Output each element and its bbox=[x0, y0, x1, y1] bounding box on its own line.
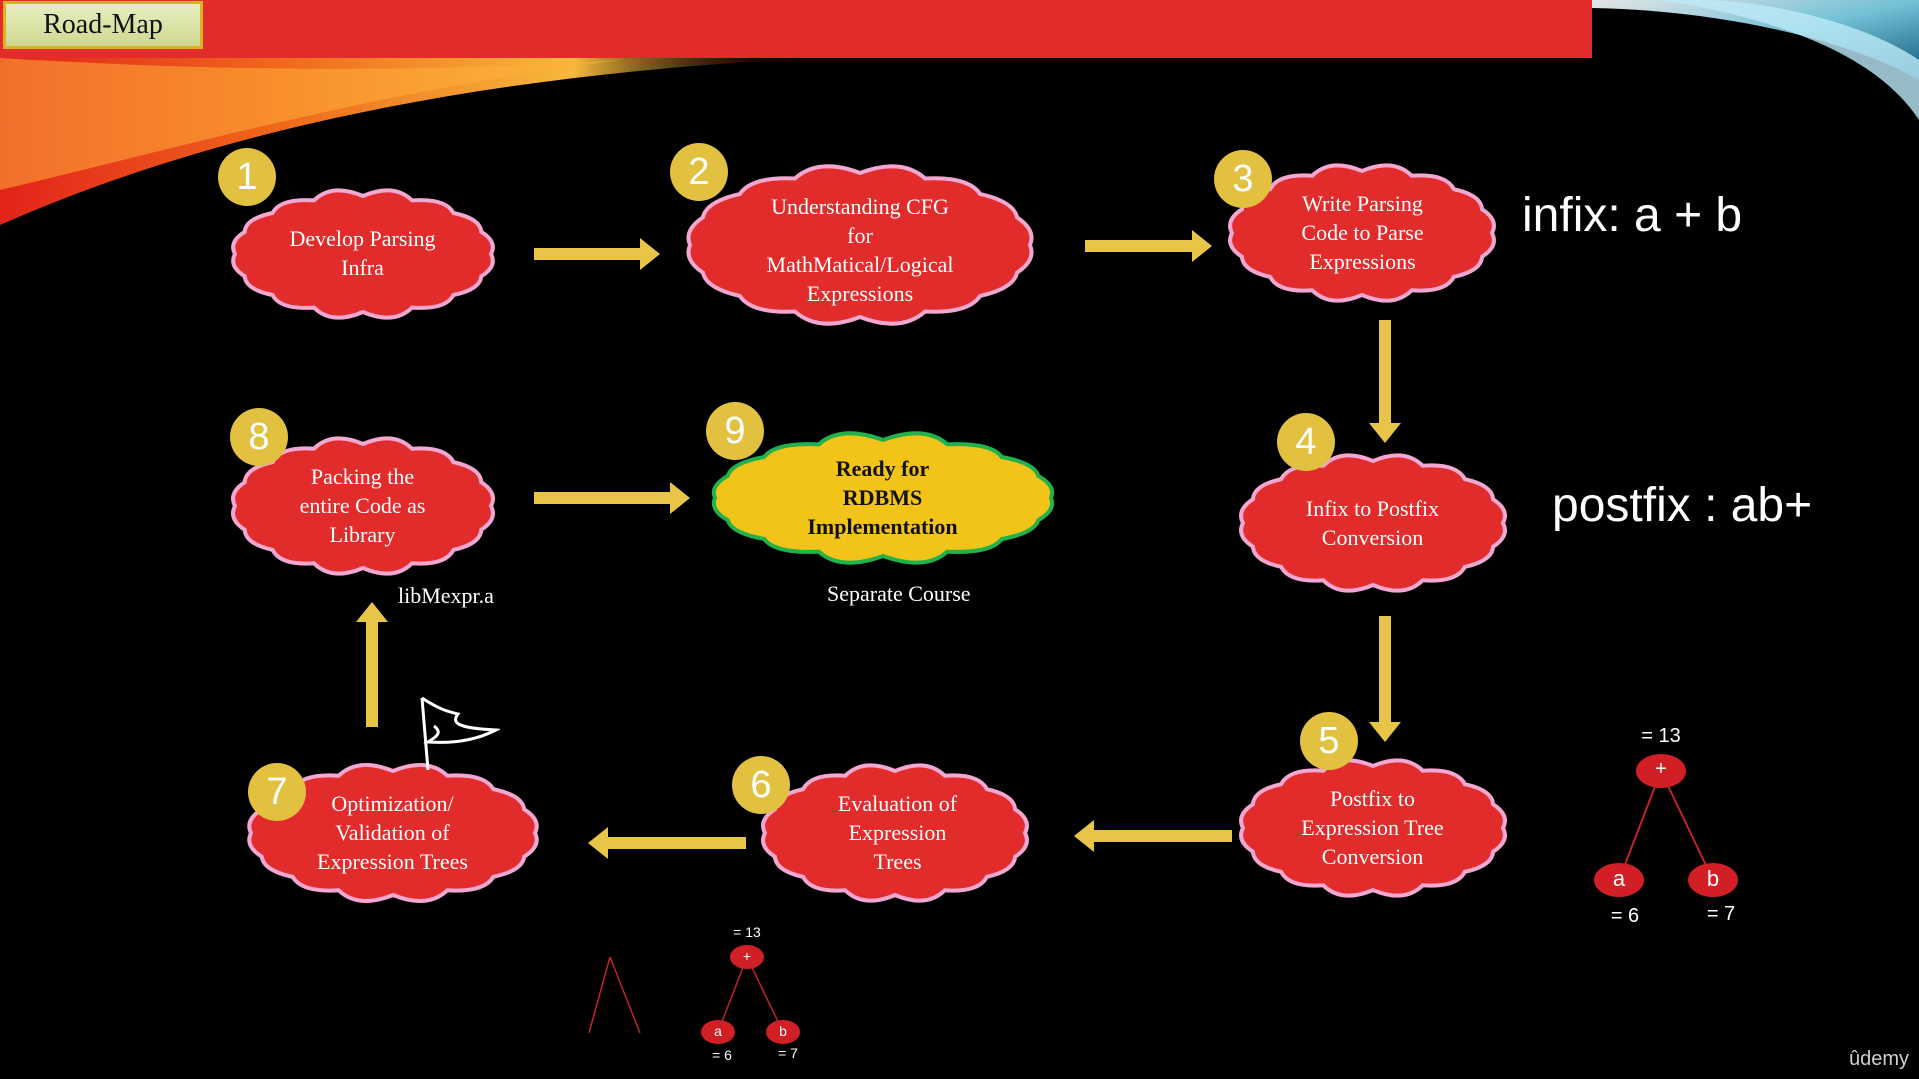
step-5-label: Postfix to Expression Tree Conversion bbox=[1301, 786, 1444, 869]
tree-large-a-value: = 6 bbox=[1610, 905, 1640, 927]
step-8-cloud bbox=[231, 436, 495, 576]
step-3-badge: 3 bbox=[1214, 150, 1272, 208]
arrow-3-to-4 bbox=[1369, 320, 1401, 443]
step-4-label: Infix to Postfix Conversion bbox=[1305, 495, 1440, 550]
tree-node-a bbox=[1594, 863, 1644, 897]
tree-small-result: = 13 bbox=[733, 924, 761, 940]
postfix-note: postfix : ab+ bbox=[1552, 479, 1813, 532]
tree-small-b-value: = 7 bbox=[778, 1045, 798, 1061]
step-5-cloud bbox=[1239, 758, 1507, 898]
infix-note: infix: a + b bbox=[1522, 189, 1743, 242]
step-7-badge: 7 bbox=[248, 763, 306, 821]
step-9-cloud bbox=[711, 431, 1055, 565]
step-2-label: Understanding CFG for MathMatical/Logica… bbox=[766, 194, 954, 306]
tree-large-result: = 13 bbox=[1641, 725, 1681, 747]
step-2-cloud bbox=[686, 164, 1034, 326]
step-7-label: Optimization/ Validation of Expression T… bbox=[317, 791, 468, 874]
step-4-cloud bbox=[1239, 453, 1507, 593]
tree-small-root-label: + bbox=[742, 948, 752, 964]
tree-small-a-label: a bbox=[714, 1023, 722, 1039]
step-6-cloud bbox=[761, 763, 1029, 903]
arrow-7-to-8 bbox=[356, 602, 388, 727]
step-1-label: Develop Parsing Infra bbox=[289, 225, 436, 280]
arrow-8-to-9 bbox=[534, 482, 690, 514]
arrow-1-to-2 bbox=[534, 238, 660, 270]
tree-large-b-value: = 7 bbox=[1706, 903, 1736, 925]
page-title: Road-Map bbox=[3, 1, 203, 49]
step-6-label: Evaluation of Expression Trees bbox=[837, 791, 958, 874]
library-file-note: libMexpr.a bbox=[398, 583, 494, 608]
step-4-badge: 4 bbox=[1277, 413, 1335, 471]
step-2-badge: 2 bbox=[670, 143, 728, 201]
step-8-badge: 8 bbox=[230, 408, 288, 466]
step-9-badge: 9 bbox=[706, 402, 764, 460]
step-5-badge: 5 bbox=[1300, 712, 1358, 770]
separate-course-note: Separate Course bbox=[827, 581, 971, 606]
step-9-label: Ready for RDBMS Implementation bbox=[807, 456, 958, 539]
udemy-logo: ûdemy bbox=[1848, 1048, 1909, 1070]
arrow-4-to-5 bbox=[1369, 616, 1401, 742]
tree-large-a-label: a bbox=[1612, 866, 1626, 891]
tree-large-root-label: + bbox=[1655, 758, 1667, 780]
step-7-cloud bbox=[247, 763, 539, 903]
tree-node-root bbox=[1636, 754, 1686, 788]
step-1-badge: 1 bbox=[218, 148, 276, 206]
arrow-2-to-3 bbox=[1085, 230, 1212, 262]
arrow-5-to-6 bbox=[1074, 820, 1232, 852]
arrow-6-to-7 bbox=[588, 827, 746, 859]
step-8-label: Packing the entire Code as Library bbox=[299, 464, 426, 547]
tree-small-b-label: b bbox=[779, 1023, 787, 1039]
step-3-label: Write Parsing Code to Parse Expressions bbox=[1301, 191, 1424, 274]
tree-small-a-value: = 6 bbox=[712, 1047, 732, 1063]
flag-icon bbox=[420, 696, 500, 771]
step-1-cloud bbox=[231, 188, 495, 320]
step-6-badge: 6 bbox=[732, 756, 790, 814]
step-3-cloud bbox=[1228, 163, 1496, 303]
tree-node-b bbox=[1688, 863, 1738, 897]
tree-large-b-label: b bbox=[1706, 866, 1720, 891]
title-bar bbox=[0, 0, 1592, 58]
